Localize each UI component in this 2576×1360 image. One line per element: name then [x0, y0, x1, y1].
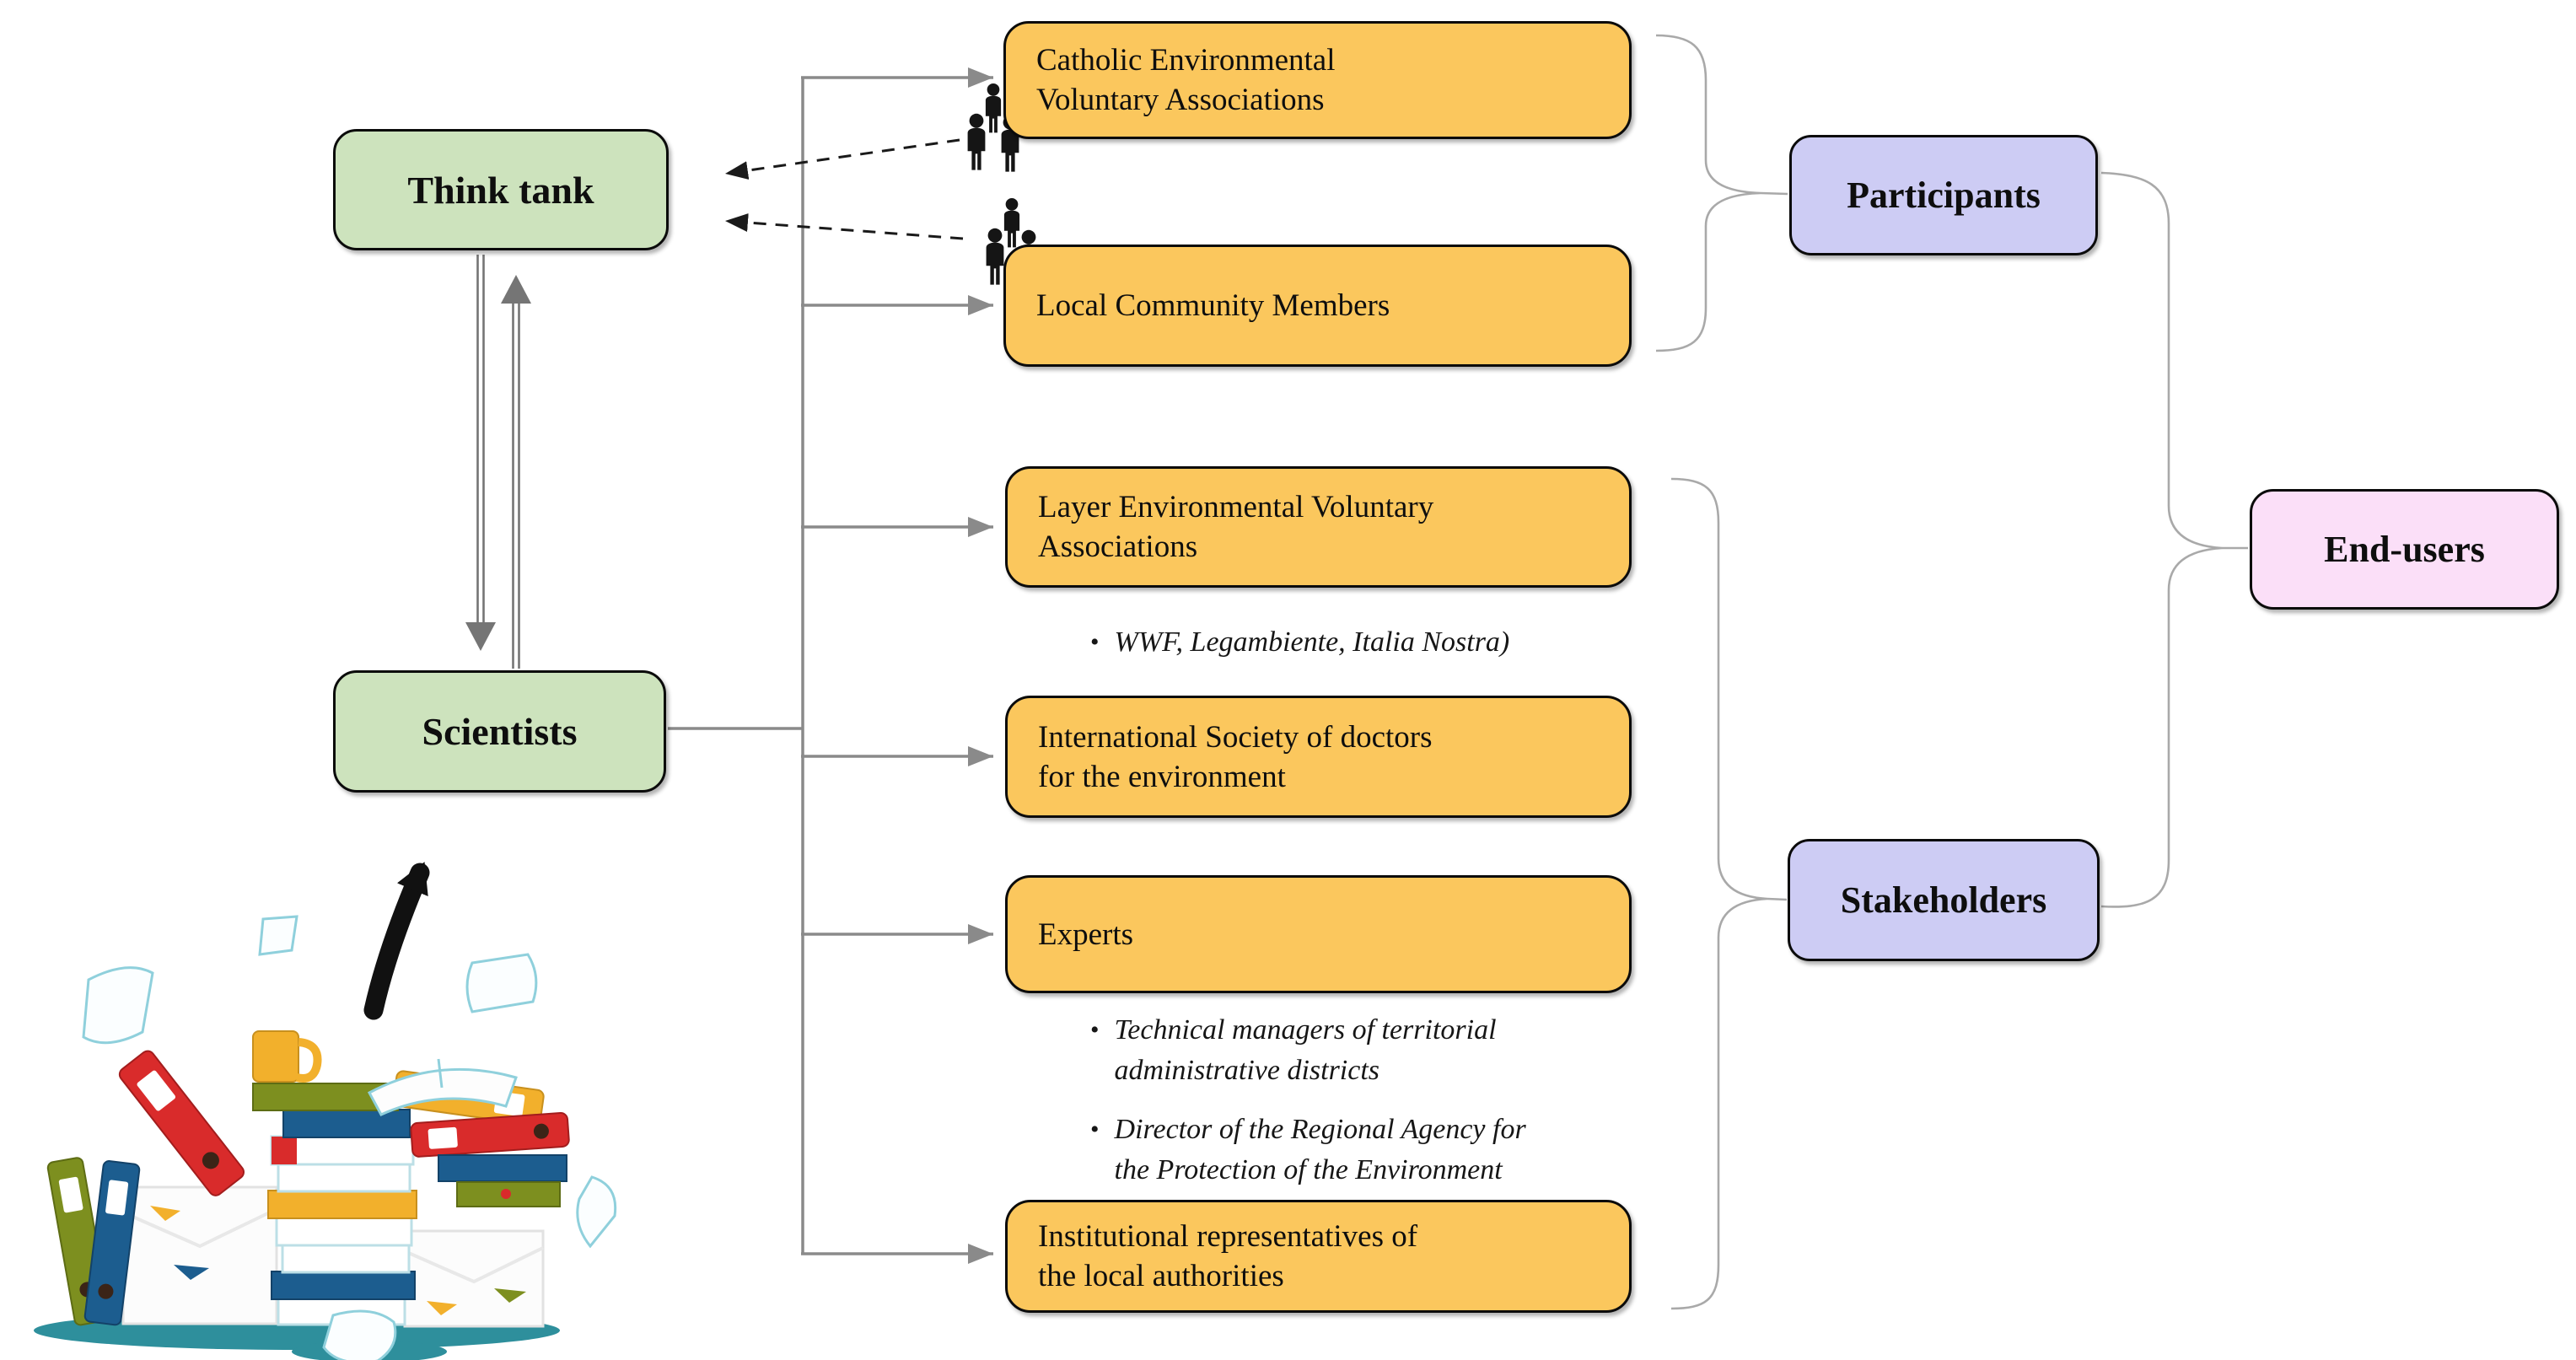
node-catholic-associations: Catholic Environmental Voluntary Associa… [1003, 21, 1632, 139]
note-line: Director of the Regional Agency for [1114, 1114, 1526, 1145]
up-arrowhead-icon [501, 275, 531, 304]
node-experts: Experts [1005, 875, 1632, 993]
note-line: Technical managers of territorial [1114, 1014, 1497, 1046]
bullet-icon: • [1090, 628, 1100, 656]
node-label: Think tank [407, 168, 594, 212]
bullet-icon: • [1090, 1115, 1100, 1143]
node-international-society: International Society of doctors for the… [1005, 696, 1632, 818]
node-think-tank: Think tank [333, 129, 669, 250]
node-stakeholders: Stakeholders [1788, 839, 2100, 961]
node-label-line: Layer Environmental Voluntary [1038, 490, 1434, 524]
node-label: End-users [2324, 529, 2485, 570]
node-label-line: Voluntary Associations [1036, 83, 1325, 117]
node-scientists: Scientists [333, 670, 666, 793]
node-label-line: International Society of doctors [1038, 719, 1433, 755]
node-participants: Participants [1789, 135, 2098, 255]
note-experts-director: • Director of the Regional Agency for th… [1090, 1110, 1526, 1191]
node-institutional-representatives: Institutional representatives of the loc… [1005, 1200, 1632, 1313]
stakeholders-brace [1670, 477, 1788, 1310]
books-to-scientists-arrow [363, 862, 430, 1020]
node-label-line: Catholic Environmental [1036, 43, 1336, 78]
endusers-brace [2100, 171, 2248, 908]
node-layer-associations: Layer Environmental Voluntary Associatio… [1005, 466, 1632, 588]
books-pile-illustration [34, 915, 617, 1360]
node-label: Stakeholders [1840, 879, 2047, 921]
node-label: Participants [1847, 175, 2041, 216]
node-label: Scientists [422, 710, 578, 753]
feedback-dashed-arrows [724, 138, 964, 240]
scientists-connector-tree [668, 67, 993, 1264]
node-label-line: Associations [1038, 529, 1198, 564]
note-line: administrative districts [1114, 1055, 1380, 1086]
node-label-line: Institutional representatives of [1038, 1219, 1418, 1254]
node-local-community: Local Community Members [1003, 245, 1632, 367]
node-end-users: End-users [2250, 489, 2559, 610]
bullet-icon: • [1090, 1016, 1100, 1044]
note-layer-examples: • WWF, Legambiente, Italia Nostra) [1090, 622, 1509, 663]
node-label-line: Local Community Members [1036, 288, 1390, 323]
note-experts-technical-managers: • Technical managers of territorial admi… [1090, 1010, 1497, 1091]
note-line: the Protection of the Environment [1114, 1154, 1503, 1185]
down-arrowhead-icon [465, 622, 496, 651]
node-label-line: for the environment [1038, 759, 1286, 794]
participants-brace [1655, 34, 1788, 352]
thinktank-scientists-exchange-arrows [465, 255, 531, 669]
node-label-line: Experts [1038, 917, 1134, 952]
node-label-line: the local authorities [1038, 1259, 1284, 1293]
note-line: WWF, Legambiente, Italia Nostra) [1114, 626, 1510, 658]
